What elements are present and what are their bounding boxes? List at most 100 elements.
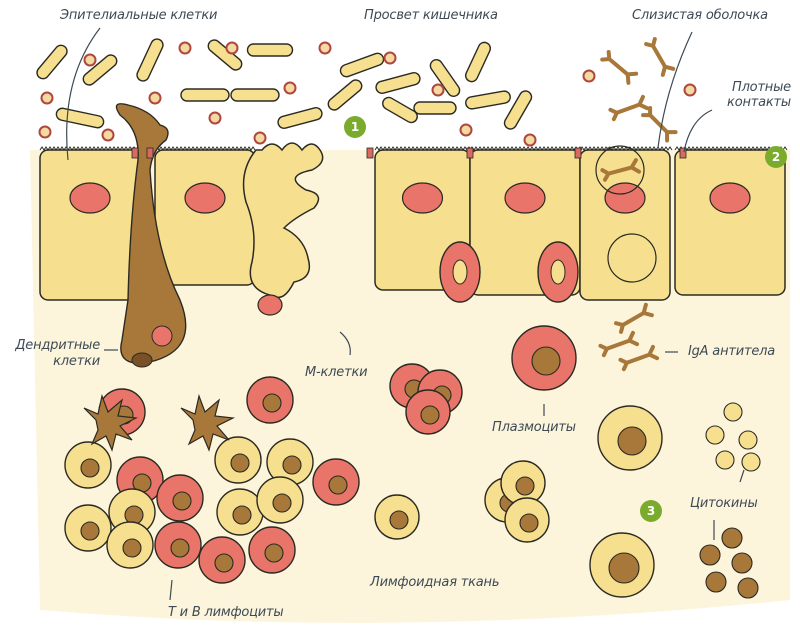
epithelial-nucleus	[604, 182, 646, 214]
t-lymphocyte-nucleus	[122, 538, 142, 558]
iga-antibody	[641, 106, 678, 143]
antibody-shape	[598, 330, 640, 358]
intestinal-lumen-bacteria	[36, 37, 697, 372]
leader-junctions	[683, 109, 713, 153]
t-lymphocyte-nucleus	[232, 505, 252, 525]
bacterium-body	[246, 43, 294, 57]
coccus-bacterium	[178, 41, 192, 55]
label-lymphoid-tissue: Лимфоидная ткань	[370, 575, 500, 590]
coccus-bacterium	[225, 41, 239, 55]
iga-antibody	[608, 94, 650, 122]
bacterium-body	[465, 90, 511, 110]
antibody-shape	[618, 344, 660, 372]
coccus-bacterium	[38, 125, 52, 139]
macrophage-nucleus	[617, 426, 647, 456]
label-tight-junctions-line2: контакты	[727, 95, 791, 110]
plasma-cell-core	[452, 259, 468, 285]
microvilli	[374, 146, 472, 151]
leader-lines	[66, 27, 745, 601]
iga-antibody	[618, 344, 660, 372]
bacterium-body	[503, 90, 533, 130]
label-plasma-cells: Плазмоциты	[492, 420, 576, 435]
epithelial-nucleus	[401, 182, 444, 214]
epithelial-cell	[674, 149, 786, 296]
cytokine	[731, 552, 753, 574]
rod-bacterium	[136, 38, 164, 82]
b-lymphocyte-nucleus	[214, 553, 234, 573]
coccus-bacterium	[253, 131, 267, 145]
bacterium-body	[413, 101, 457, 115]
coccus-bacterium	[683, 83, 697, 97]
dendritic-cell-star	[180, 393, 236, 452]
rod-bacterium	[413, 101, 457, 115]
bacterium-body	[82, 54, 118, 86]
rod-bacterium	[503, 90, 533, 130]
rod-bacterium	[382, 96, 418, 124]
badge-2: 2	[765, 146, 787, 168]
label-cytokines: Цитокины	[690, 496, 758, 511]
rod-bacterium	[36, 44, 68, 80]
rod-bacterium	[375, 72, 421, 94]
t-lymphocyte-nucleus	[272, 493, 292, 513]
cytokine	[737, 577, 759, 599]
iga-antibody	[614, 302, 654, 334]
immune-cells	[64, 241, 761, 599]
rod-bacterium	[180, 88, 230, 102]
badge-1: 1	[344, 116, 366, 138]
epithelial-nucleus	[709, 182, 751, 214]
cytokine	[705, 425, 725, 445]
m-cell	[242, 142, 324, 299]
rod-bacterium	[277, 107, 323, 129]
b-lymphocyte-nucleus	[172, 491, 192, 511]
b-lymphocyte-nucleus	[328, 475, 348, 495]
badge-3: 3	[640, 500, 662, 522]
cytokine	[705, 571, 727, 593]
bacterium-body	[230, 88, 280, 102]
bacterium-body	[375, 72, 421, 94]
bacterium-body	[36, 44, 68, 80]
rod-bacterium	[55, 107, 105, 129]
tight-junction	[366, 147, 374, 159]
coccus-bacterium	[318, 41, 332, 55]
microvilli	[154, 146, 256, 151]
tight-junction	[131, 147, 139, 159]
b-lymphocyte-nucleus	[262, 393, 282, 413]
t-lymphocyte-nucleus	[124, 505, 144, 525]
iga-antibody	[600, 49, 639, 85]
tight-junction	[679, 147, 687, 159]
tight-junction	[146, 147, 154, 159]
epithelial-cell	[154, 149, 256, 286]
cytokine	[699, 544, 721, 566]
epithelial-cell	[39, 149, 141, 301]
plasma-cell-nucleus	[420, 405, 440, 425]
cytokine	[721, 527, 743, 549]
bacterium-body	[464, 41, 492, 83]
leader-epithelial	[66, 27, 101, 161]
coccus-bacterium	[523, 133, 537, 147]
rod-bacterium	[429, 59, 461, 97]
label-tight-junctions-line1: Плотные	[732, 80, 791, 95]
leader-mucosa	[657, 31, 693, 149]
coccus-bacterium	[431, 83, 445, 97]
lymphocyte-nucleus	[515, 476, 535, 496]
bacterium-body	[327, 79, 363, 111]
rod-bacterium	[464, 41, 492, 83]
plasma-cell-core	[550, 259, 566, 285]
dendritic-cell	[115, 103, 187, 364]
epithelial-nucleus	[69, 182, 111, 214]
lymphocyte-nucleus	[389, 510, 409, 530]
label-tight-junctions: Плотные контакты	[726, 80, 791, 110]
t-lymphocyte-nucleus	[80, 458, 100, 478]
iga-antibody	[600, 158, 642, 182]
label-dendritic-cells: Дендритные клетки	[4, 338, 100, 370]
dendritic-cell-nucleus	[151, 325, 173, 347]
rod-bacterium	[339, 52, 385, 78]
rod-bacterium	[327, 79, 363, 111]
coccus-bacterium	[148, 91, 162, 105]
leader-lymphocytes	[169, 579, 173, 601]
antibody-shape	[600, 49, 639, 85]
label-epithelial-cells: Эпителиальные клетки	[60, 8, 218, 23]
iga-antibody	[644, 37, 676, 77]
